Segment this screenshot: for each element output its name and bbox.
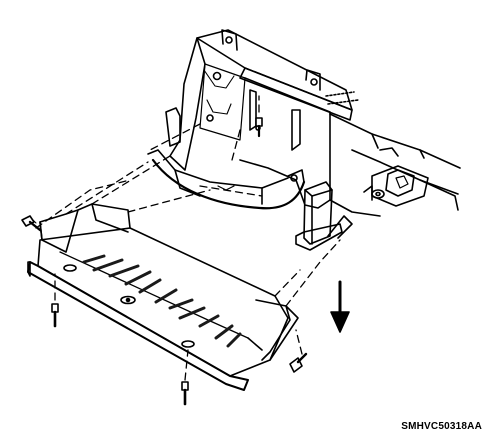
direction-arrow xyxy=(330,280,350,333)
stiffening-ribs xyxy=(82,254,242,348)
mounting-bolt-upper xyxy=(255,117,263,138)
engine-mount xyxy=(363,165,429,207)
front-post xyxy=(295,181,353,251)
mounting-bolt-right xyxy=(289,352,308,373)
mounting-bolt-lower-center xyxy=(181,381,189,406)
mounting-bolt-left xyxy=(21,215,42,232)
crossmember xyxy=(329,113,461,217)
mounting-bolt-lower-left xyxy=(51,303,59,328)
lower-skid-plate xyxy=(27,203,299,391)
figure-reference-code: SMHVC50318AA xyxy=(401,421,482,432)
alignment-lines xyxy=(35,95,341,381)
